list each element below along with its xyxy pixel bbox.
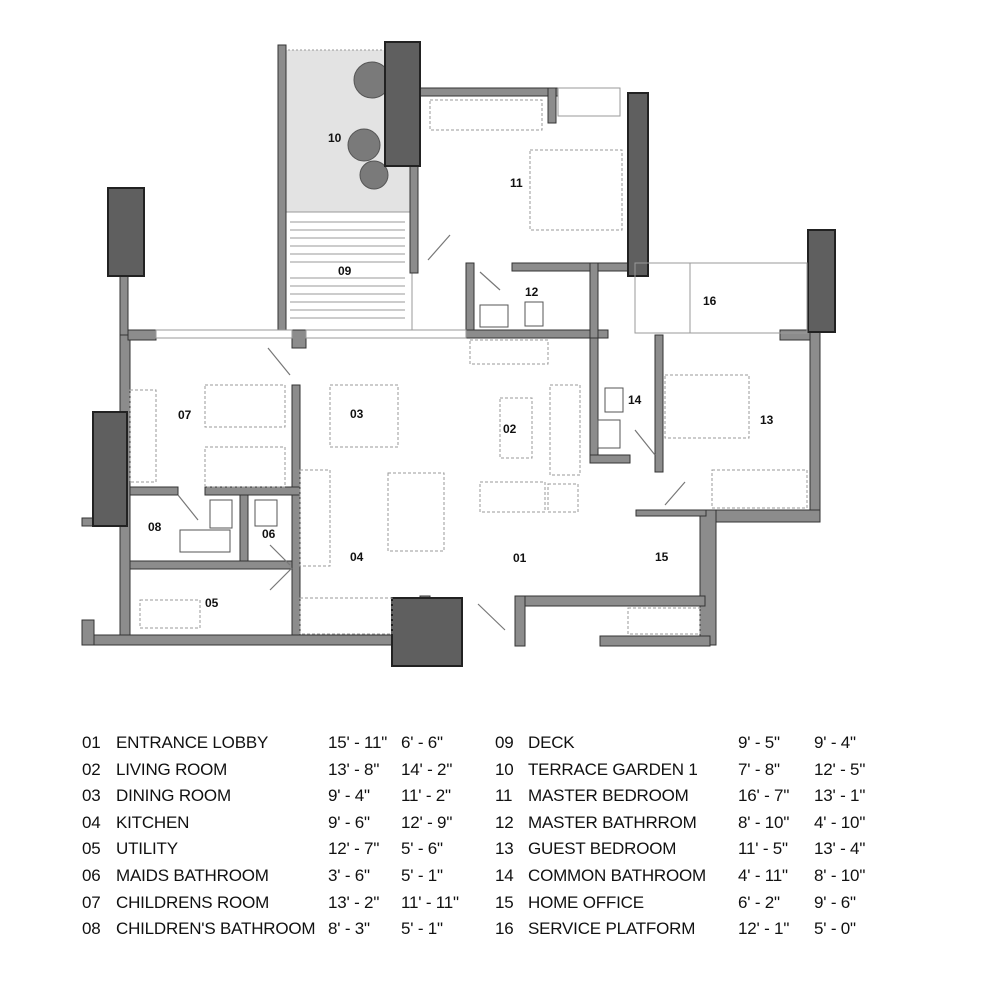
walls bbox=[81, 44, 821, 647]
room-label-03: 03 bbox=[350, 407, 364, 421]
room-dimension-2: 9' - 6" bbox=[814, 892, 856, 912]
room-label-10: 10 bbox=[328, 131, 342, 145]
room-name: KITCHEN bbox=[116, 812, 190, 832]
room-label-06: 06 bbox=[262, 527, 276, 541]
room-number: 09 bbox=[495, 733, 514, 752]
room-number: 08 bbox=[82, 919, 101, 939]
room-dimension-1: 13' - 2" bbox=[328, 892, 380, 912]
room-legend: 01 ENTRANCE LOBBY 15' - 11" 6' - 6" 02 LIVIN… bbox=[0, 730, 1000, 960]
room-name: CHILDRENS ROOM bbox=[116, 892, 270, 912]
room-number: 12 bbox=[495, 812, 514, 832]
room-dimension-2: 14' - 2" bbox=[401, 759, 453, 779]
room-name: MASTER BATHRROM bbox=[528, 812, 697, 832]
structural-columns bbox=[92, 41, 836, 667]
room-dimension-2: 12' - 5" bbox=[814, 759, 866, 779]
room-number: 05 bbox=[82, 839, 101, 859]
room-name: DECK bbox=[528, 733, 575, 752]
room-number: 03 bbox=[82, 786, 101, 806]
room-number: 10 bbox=[495, 759, 514, 779]
room-name: LIVING ROOM bbox=[116, 759, 228, 779]
room-number: 16 bbox=[495, 919, 514, 939]
room-label-07: 07 bbox=[178, 408, 192, 422]
room-label-16: 16 bbox=[703, 294, 717, 308]
room-dimension-2: 12' - 9" bbox=[401, 812, 453, 832]
room-dimension-1: 9' - 4" bbox=[328, 786, 370, 806]
room-dimension-2: 5' - 1" bbox=[401, 865, 443, 885]
room-dimension-2: 11' - 2" bbox=[401, 786, 451, 806]
room-dimension-1: 8' - 3" bbox=[328, 919, 370, 939]
room-number: 01 bbox=[82, 733, 101, 752]
room-name: TERRACE GARDEN 1 bbox=[528, 759, 698, 779]
floor-plan: 01 02 03 04 05 06 07 08 09 10 11 12 13 1… bbox=[81, 41, 836, 667]
room-dimension-2: 13' - 4" bbox=[814, 839, 866, 859]
room-label-02: 02 bbox=[503, 422, 517, 436]
room-name: CHILDREN'S BATHROOM bbox=[116, 919, 316, 939]
room-name: UTILITY bbox=[116, 839, 178, 859]
room-dimension-1: 12' - 7" bbox=[328, 839, 380, 859]
room-number: 11 bbox=[495, 786, 513, 806]
room-dimension-1: 11' - 5" bbox=[738, 839, 788, 859]
room-name: MAIDS BATHROOM bbox=[116, 865, 269, 885]
tree-icon bbox=[347, 61, 391, 190]
room-number: 04 bbox=[82, 812, 101, 832]
room-name: MASTER BEDROOM bbox=[528, 786, 689, 806]
room-label-12: 12 bbox=[525, 285, 539, 299]
room-label-09: 09 bbox=[338, 264, 352, 278]
room-number: 15 bbox=[495, 892, 514, 912]
room-dimension-2: 11' - 11" bbox=[401, 892, 459, 912]
room-dimension-2: 6' - 6" bbox=[401, 733, 443, 752]
room-number: 06 bbox=[82, 865, 101, 885]
room-dimension-1: 15' - 11" bbox=[328, 733, 388, 752]
door-swings bbox=[177, 234, 686, 631]
room-dimension-1: 9' - 6" bbox=[328, 812, 370, 832]
room-dimension-2: 8' - 10" bbox=[814, 865, 866, 885]
room-dimension-2: 9' - 4" bbox=[814, 733, 856, 752]
room-dimension-1: 16' - 7" bbox=[738, 786, 790, 806]
room-dimension-1: 13' - 8" bbox=[328, 759, 380, 779]
room-dimension-1: 3' - 6" bbox=[328, 865, 370, 885]
room-name: DINING ROOM bbox=[116, 786, 231, 806]
room-dimension-1: 12' - 1" bbox=[738, 919, 790, 939]
room-dimension-1: 9' - 5" bbox=[738, 733, 780, 752]
room-label-08: 08 bbox=[148, 520, 162, 534]
room-label-11: 11 bbox=[510, 176, 523, 190]
room-number: 14 bbox=[495, 865, 514, 885]
room-name: SERVICE PLATFORM bbox=[528, 919, 696, 939]
room-name: GUEST BEDROOM bbox=[528, 839, 677, 859]
room-dimension-1: 4' - 11" bbox=[738, 865, 788, 885]
room-dimension-1: 8' - 10" bbox=[738, 812, 790, 832]
room-name: COMMON BATHROOM bbox=[528, 865, 707, 885]
room-label-13: 13 bbox=[760, 413, 774, 427]
room-label-05: 05 bbox=[205, 596, 219, 610]
bathroom-fixtures bbox=[179, 301, 624, 553]
room-number: 02 bbox=[82, 759, 101, 779]
room-dimension-2: 13' - 1" bbox=[814, 786, 866, 806]
room-dimension-2: 5' - 0" bbox=[814, 919, 856, 939]
room-label-14: 14 bbox=[628, 393, 642, 407]
room-number: 13 bbox=[495, 839, 514, 859]
room-dimension-2: 5' - 1" bbox=[401, 919, 443, 939]
room-dimension-2: 5' - 6" bbox=[401, 839, 443, 859]
windows bbox=[155, 87, 808, 339]
room-number: 07 bbox=[82, 892, 101, 912]
room-name: HOME OFFICE bbox=[528, 892, 644, 912]
room-label-15: 15 bbox=[655, 550, 669, 564]
room-name: ENTRANCE LOBBY bbox=[116, 733, 269, 752]
room-dimension-1: 7' - 8" bbox=[738, 759, 780, 779]
room-dimension-2: 4' - 10" bbox=[814, 812, 866, 832]
furniture bbox=[129, 99, 808, 635]
room-label-01: 01 bbox=[513, 551, 527, 565]
room-dimension-1: 6' - 2" bbox=[738, 892, 780, 912]
room-label-04: 04 bbox=[350, 550, 364, 564]
